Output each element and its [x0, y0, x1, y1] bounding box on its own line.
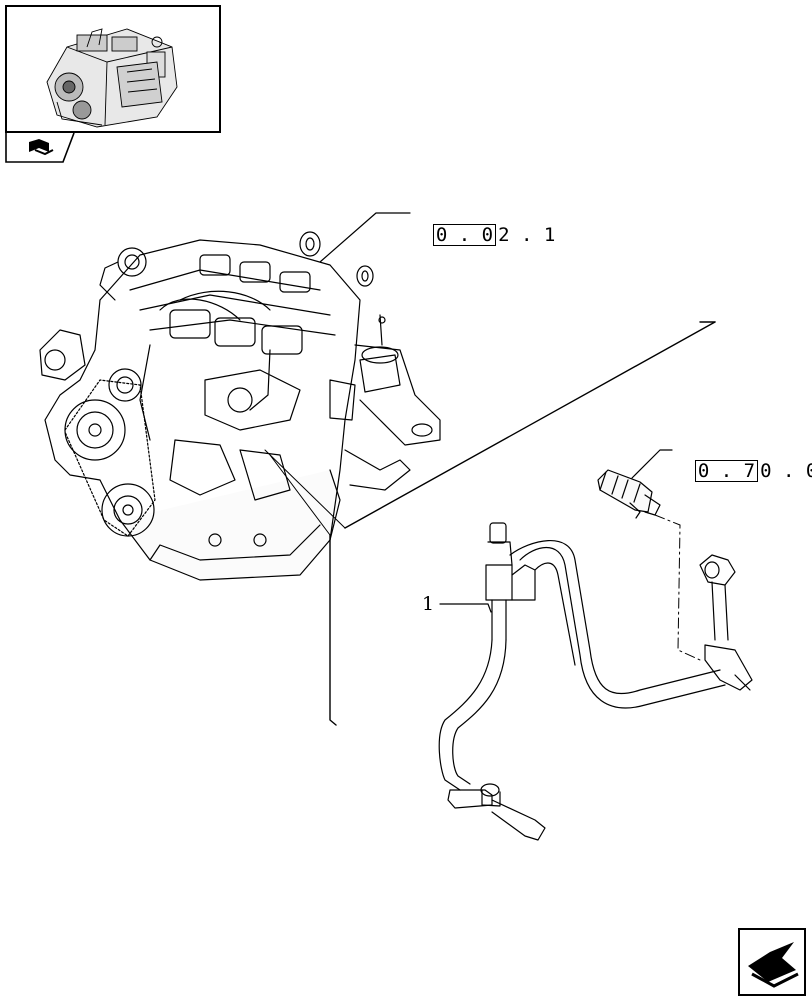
reference-rest-part: 2 . 1	[498, 224, 556, 246]
reference-boxed-part: 0 . 7	[694, 460, 759, 482]
next-page-arrow-icon	[748, 942, 799, 988]
reference-rest-part: 0 . 0	[760, 460, 812, 482]
wiring-harness	[438, 522, 753, 841]
engine-thumbnail-icon	[46, 28, 178, 128]
book-arrow-icon	[29, 139, 54, 156]
engine-assembly	[39, 231, 441, 581]
callout-1: 1	[422, 593, 435, 615]
reference-boxed-part: 0 . 0	[432, 224, 497, 246]
section-nav-tab[interactable]	[5, 132, 75, 163]
next-page-button[interactable]	[738, 928, 806, 996]
engine-thumbnail[interactable]	[5, 5, 221, 133]
sensor-part	[597, 469, 661, 519]
